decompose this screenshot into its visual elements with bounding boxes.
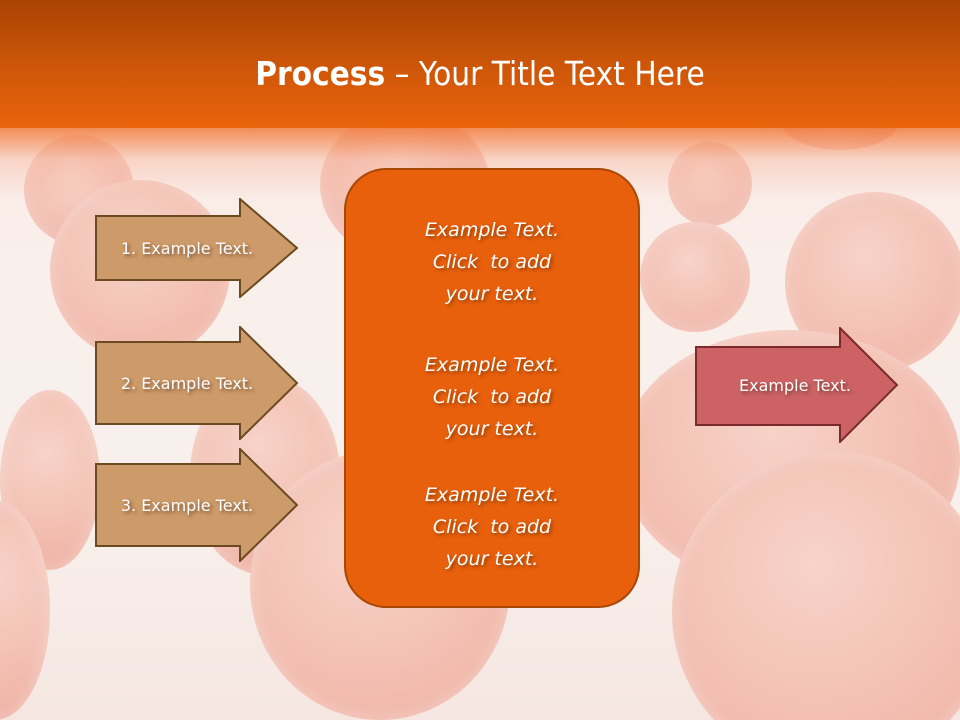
center-text-line: Click to add: [432, 251, 552, 273]
center-text-line: your text.: [445, 418, 539, 440]
center-content-box[interactable]: Example Text. Click to add your text. Ex…: [344, 168, 640, 608]
left-arrow-2-label: 2. Example Text.: [120, 373, 254, 393]
arrow-right-icon: [95, 448, 299, 562]
center-text-line: your text.: [445, 548, 539, 570]
background-bubble: [672, 452, 960, 720]
arrow-right-icon: [695, 327, 899, 443]
center-text-line: Example Text.: [424, 354, 560, 376]
slide-title[interactable]: Process – Your Title Text Here: [48, 52, 912, 96]
left-arrow-1-label: 1. Example Text.: [120, 238, 254, 258]
center-text-line: Example Text.: [424, 219, 560, 241]
arrow-right-icon: [95, 198, 299, 298]
center-text-block-1[interactable]: Example Text. Click to add your text.: [346, 214, 638, 310]
center-text-block-2[interactable]: Example Text. Click to add your text.: [346, 349, 638, 445]
background-bubble: [640, 222, 750, 332]
right-arrow[interactable]: Example Text.: [695, 327, 899, 443]
title-bar: [0, 0, 960, 128]
left-arrow-2[interactable]: 2. Example Text.: [95, 326, 299, 440]
arrow-right-icon: [95, 326, 299, 440]
title-regular-part: – Your Title Text Here: [385, 54, 705, 93]
left-arrow-1[interactable]: 1. Example Text.: [95, 198, 299, 298]
title-bold-part: Process: [255, 54, 386, 93]
left-arrow-3[interactable]: 3. Example Text.: [95, 448, 299, 562]
center-text-line: Example Text.: [424, 484, 560, 506]
center-text-line: Click to add: [432, 386, 552, 408]
left-arrow-3-label: 3. Example Text.: [120, 495, 254, 515]
center-text-line: Click to add: [432, 516, 552, 538]
center-text-block-3[interactable]: Example Text. Click to add your text.: [346, 479, 638, 575]
center-text-line: your text.: [445, 283, 539, 305]
right-arrow-label: Example Text.: [739, 375, 851, 395]
